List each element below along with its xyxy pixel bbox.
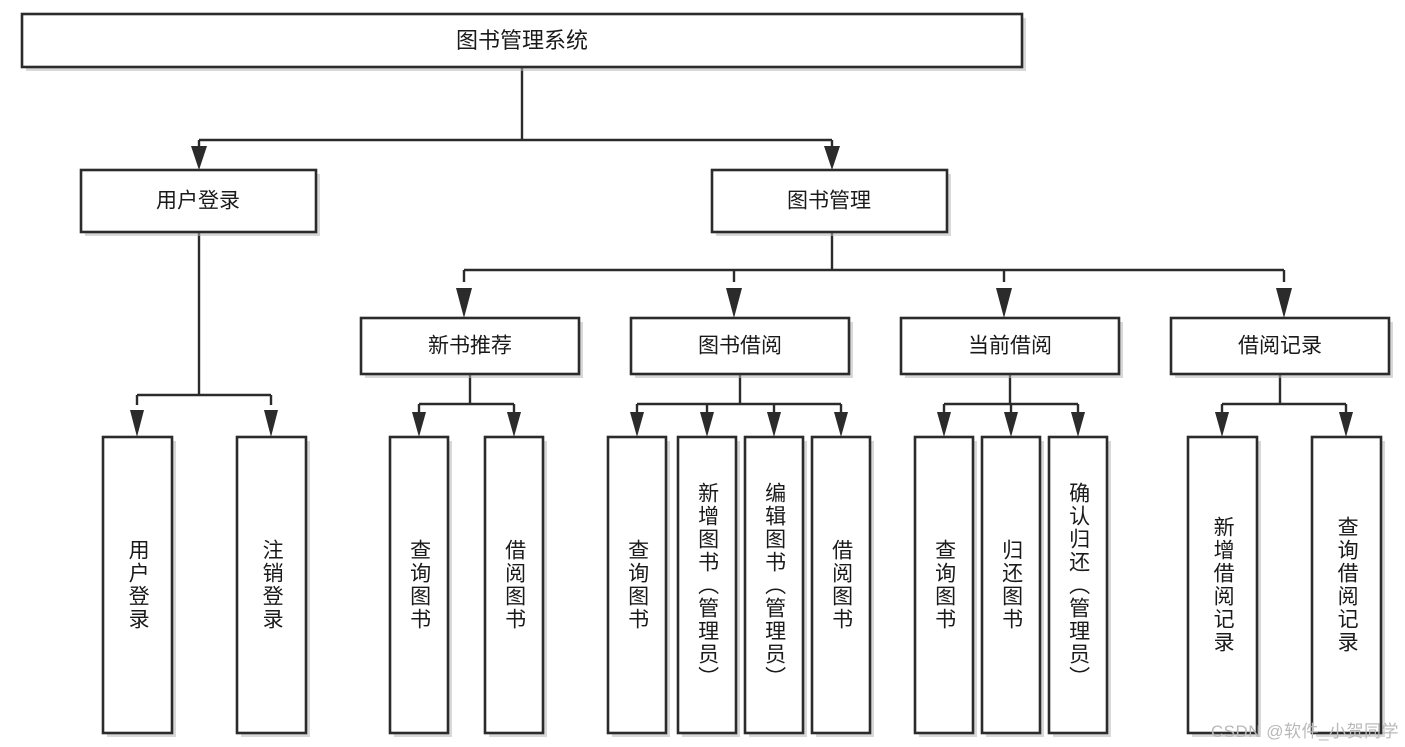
arrow-leaf-confirm-return-admin <box>1071 412 1085 437</box>
leaf-node[interactable] <box>743 435 807 737</box>
leaf-box[interactable] <box>235 435 308 735</box>
leaf-node[interactable] <box>980 435 1044 737</box>
leaf-node[interactable] <box>1186 435 1261 737</box>
node-new-book-recommendation[interactable]: 新书推荐 <box>359 316 583 378</box>
node-borrow-record-label: 借阅记录 <box>1238 335 1322 358</box>
leaf-node[interactable] <box>606 435 670 737</box>
node-root-label: 图书管理系统 <box>456 28 588 53</box>
leaf-box[interactable] <box>743 435 805 735</box>
watermark: CSDN @软件_小贺同学 <box>1210 722 1399 741</box>
node-new-book-recommendation-label: 新书推荐 <box>428 335 512 358</box>
leaf-box[interactable] <box>913 435 975 735</box>
leaf-node[interactable] <box>483 435 547 737</box>
arrow-book-borrow <box>726 288 742 318</box>
leaf-node[interactable] <box>235 435 310 737</box>
leaf-box[interactable] <box>980 435 1042 735</box>
arrow-leaf-query-book-borrow <box>630 412 644 437</box>
node-current-borrow-label: 当前借阅 <box>968 335 1052 358</box>
leaf-box[interactable] <box>1310 435 1383 735</box>
leaf-box[interactable] <box>810 435 872 735</box>
arrow-book-mgmt <box>824 146 840 170</box>
node-book-management-label: 图书管理 <box>787 190 871 213</box>
arrow-leaf-edit-book-admin <box>767 412 781 437</box>
leaf-node[interactable] <box>388 435 452 737</box>
leaf-node[interactable] <box>810 435 874 737</box>
leaf-box[interactable] <box>1047 435 1109 735</box>
leaf-box[interactable] <box>676 435 738 735</box>
arrow-leaf-borrow-book-rec <box>507 412 521 437</box>
arrow-leaf-query-borrow-record <box>1339 412 1353 437</box>
leaf-node[interactable] <box>676 435 740 737</box>
arrow-leaf-add-borrow-record <box>1215 412 1229 437</box>
arrow-leaf-logout-login <box>264 410 278 437</box>
node-current-borrow[interactable]: 当前借阅 <box>899 316 1123 378</box>
arrow-borrow-record <box>1276 288 1292 318</box>
arrow-leaf-return-book <box>1004 412 1018 437</box>
arrow-leaf-add-book-admin <box>700 412 714 437</box>
node-root[interactable]: 图书管理系统 <box>20 12 1026 71</box>
leaf-node[interactable] <box>913 435 977 737</box>
leaf-boxes-group <box>101 435 1385 737</box>
leaf-box[interactable] <box>388 435 450 735</box>
node-book-borrow[interactable]: 图书借阅 <box>629 316 853 378</box>
node-user-login-label: 用户登录 <box>156 190 240 213</box>
arrow-leaf-borrow-book <box>834 412 848 437</box>
arrow-current-borrow <box>996 288 1012 318</box>
arrow-user-login <box>191 146 207 170</box>
arrow-leaf-query-book-rec <box>412 412 426 437</box>
leaf-node[interactable] <box>1047 435 1111 737</box>
node-user-login[interactable]: 用户登录 <box>79 168 320 236</box>
node-book-borrow-label: 图书借阅 <box>698 335 782 358</box>
arrow-new-book-rec <box>456 288 472 318</box>
leaf-node[interactable] <box>1310 435 1385 737</box>
leaf-box[interactable] <box>101 435 174 735</box>
leaf-node[interactable] <box>101 435 176 737</box>
leaf-box[interactable] <box>606 435 668 735</box>
leaf-box[interactable] <box>483 435 545 735</box>
arrow-leaf-user-login <box>130 410 144 437</box>
node-book-management[interactable]: 图书管理 <box>710 168 951 236</box>
leaf-box[interactable] <box>1186 435 1259 735</box>
edges-group <box>130 67 1353 437</box>
arrow-leaf-query-book-current <box>937 412 951 437</box>
node-borrow-record[interactable]: 借阅记录 <box>1169 316 1393 378</box>
